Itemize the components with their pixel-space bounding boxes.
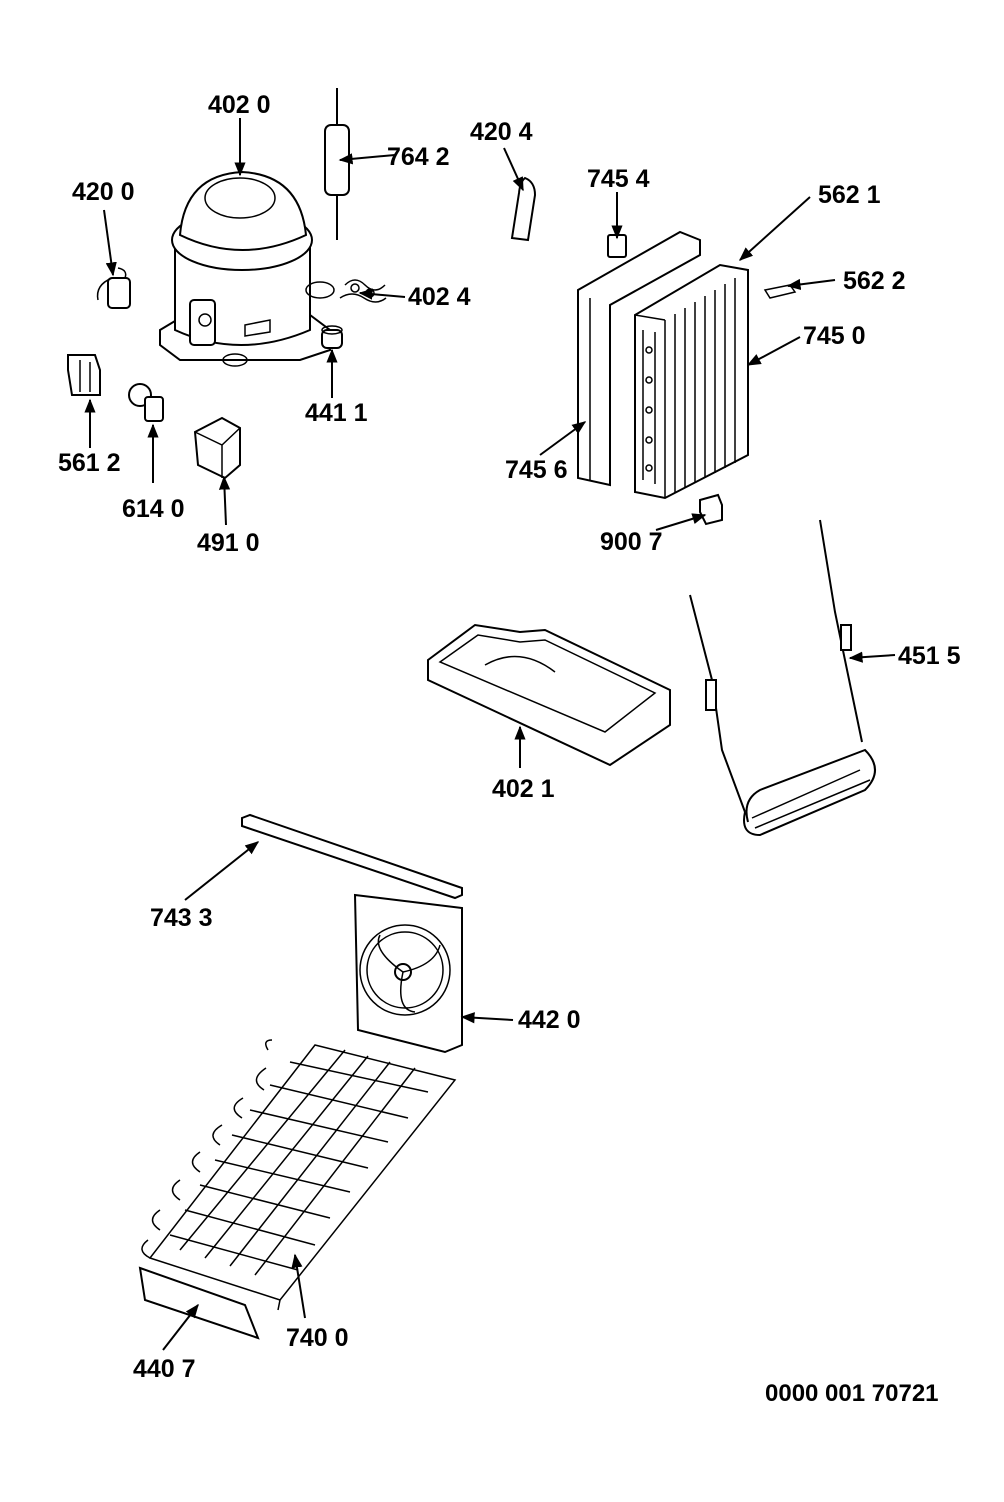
label-7456: 745 6 <box>505 456 568 484</box>
label-7642: 764 2 <box>387 143 450 171</box>
label-5612: 561 2 <box>58 449 121 477</box>
tube-part <box>510 176 537 242</box>
compressor <box>159 170 335 367</box>
capacitor <box>96 267 131 309</box>
label-9007: 900 7 <box>600 528 663 556</box>
sealing-strip <box>241 813 463 900</box>
label-4024: 402 4 <box>408 283 471 311</box>
leader-lines <box>84 118 896 1351</box>
label-4021: 402 1 <box>492 775 555 803</box>
label-4910: 491 0 <box>197 529 260 557</box>
part-labels: 402 0 764 2 420 4 745 4 562 1 420 0 562 … <box>58 91 961 1407</box>
label-7454: 745 4 <box>587 165 650 193</box>
label-5621: 562 1 <box>818 181 881 209</box>
label-7433: 743 3 <box>150 904 213 932</box>
label-4407: 440 7 <box>133 1355 196 1383</box>
grommet <box>321 325 343 349</box>
filter-drier <box>324 88 350 240</box>
label-4411: 441 1 <box>305 399 368 427</box>
evaporator-cover <box>577 230 701 487</box>
label-7450: 745 0 <box>803 322 866 350</box>
label-4020: 402 0 <box>208 91 271 119</box>
label-4204: 420 4 <box>470 118 533 146</box>
drain-clip <box>699 493 723 526</box>
label-4420: 442 0 <box>518 1006 581 1034</box>
heater-clips <box>763 284 797 299</box>
label-6140: 614 0 <box>122 495 185 523</box>
fan-assembly <box>353 893 463 1054</box>
drip-tray <box>427 623 671 767</box>
label-5622: 562 2 <box>843 267 906 295</box>
overload-protector <box>128 383 164 422</box>
small-clip-7454 <box>607 234 627 258</box>
condenser <box>141 1039 457 1311</box>
document-number: 0000 001 70721 <box>765 1380 939 1407</box>
relay-cover <box>193 416 241 480</box>
heater-wire <box>689 519 876 837</box>
start-relay <box>67 354 101 396</box>
label-4200: 420 0 <box>72 178 135 206</box>
evaporator <box>634 263 749 500</box>
label-plate <box>138 1266 260 1340</box>
label-7400: 740 0 <box>286 1324 349 1352</box>
mounting-clips <box>339 279 387 303</box>
label-4515: 451 5 <box>898 642 961 670</box>
